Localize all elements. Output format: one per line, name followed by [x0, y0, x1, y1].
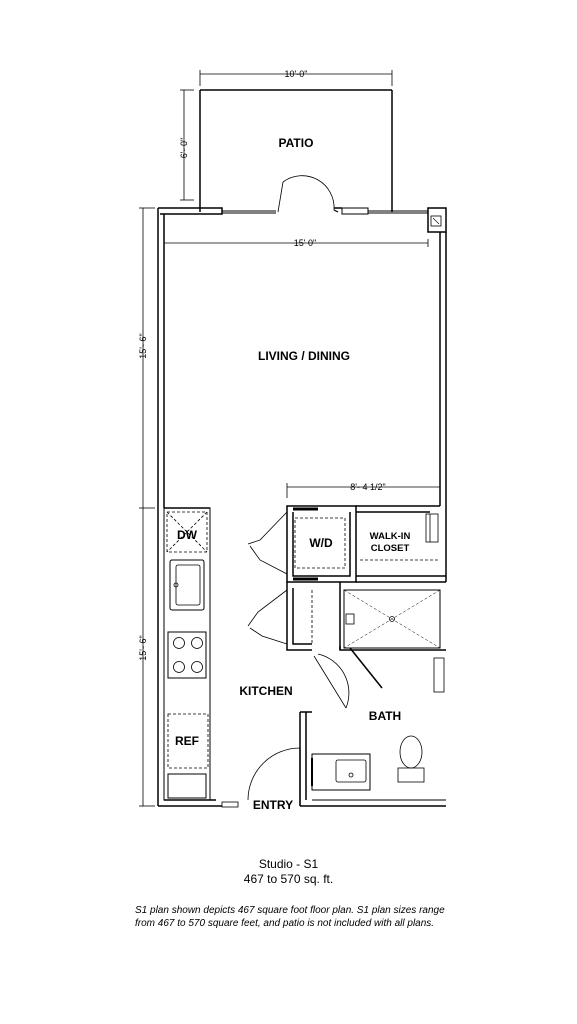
patio-width-dimension — [199, 70, 393, 86]
lower-length-label: 15'- 6" — [138, 635, 148, 660]
closet-width-label: 8'- 4 1/2" — [350, 482, 385, 492]
upper-length-label: 15'- 6" — [138, 333, 148, 358]
closet-width-dimension — [286, 483, 441, 498]
walk-in-closet-label-line2: CLOSET — [371, 543, 410, 554]
patio-width-label: 10'-0" — [285, 69, 308, 79]
walk-in-closet-label-line1: WALK-IN — [370, 531, 411, 542]
patio-depth-dimension — [180, 89, 194, 201]
bath-label: BATH — [369, 709, 401, 723]
washer-dryer — [293, 507, 346, 581]
patio-depth-label: 6'- 0" — [179, 138, 189, 158]
patio-label: PATIO — [279, 136, 314, 150]
floor-plan: 10'-0" 6'- 0" 15' 0" 15'- 6" 8'- 4 1/2" … — [138, 69, 447, 812]
closet-doors — [247, 511, 313, 645]
living-dining-label: LIVING / DINING — [258, 349, 350, 363]
patio-area — [199, 89, 393, 212]
closet-shelving — [360, 513, 440, 561]
wd-label: W/D — [309, 536, 333, 550]
bath-fixtures — [311, 657, 445, 791]
left-length-dimensions — [139, 207, 155, 807]
dw-label: DW — [177, 528, 198, 542]
entry-door — [247, 747, 301, 806]
patio-door — [277, 175, 339, 213]
living-width-label: 15' 0" — [294, 238, 316, 248]
bath-door — [313, 653, 350, 709]
kitchen-label: KITCHEN — [239, 684, 292, 698]
exterior-walls — [157, 207, 447, 808]
ref-label: REF — [175, 734, 199, 748]
living-width-dimension — [163, 239, 429, 247]
plan-size: 467 to 570 sq. ft. — [243, 872, 334, 886]
plan-note: S1 plan shown depicts 467 square foot fl… — [135, 905, 445, 929]
shower — [343, 589, 441, 689]
entry-label: ENTRY — [253, 798, 293, 812]
interior-walls — [163, 505, 446, 806]
plan-title: Studio - S1 — [258, 857, 319, 871]
kitchen-fixtures — [166, 511, 209, 799]
